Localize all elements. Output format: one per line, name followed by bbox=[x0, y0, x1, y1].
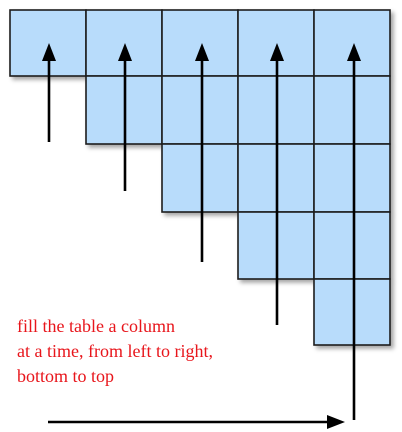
table-cell bbox=[161, 75, 239, 145]
up-arrow-2 bbox=[118, 43, 132, 191]
table-cell bbox=[313, 9, 391, 77]
caption-line-3: bottom to top bbox=[17, 366, 114, 386]
caption: fill the table a column at a time, from l… bbox=[17, 316, 213, 386]
column-arrows bbox=[42, 43, 361, 420]
table-cells bbox=[9, 9, 391, 346]
table-cell bbox=[313, 75, 391, 145]
table-cell bbox=[313, 211, 391, 280]
up-arrow-4 bbox=[270, 43, 284, 325]
caption-line-1: fill the table a column bbox=[17, 316, 175, 336]
table-cell bbox=[161, 143, 239, 213]
up-arrow-5 bbox=[347, 43, 361, 420]
up-arrow-3 bbox=[195, 43, 209, 262]
direction-arrow bbox=[48, 415, 345, 429]
horizontal-arrow bbox=[48, 415, 345, 429]
caption-line-2: at a time, from left to right, bbox=[17, 341, 213, 361]
table-cell bbox=[313, 143, 391, 213]
table-cell bbox=[161, 9, 239, 77]
table-cell bbox=[313, 278, 391, 346]
up-arrow-1 bbox=[42, 43, 56, 142]
